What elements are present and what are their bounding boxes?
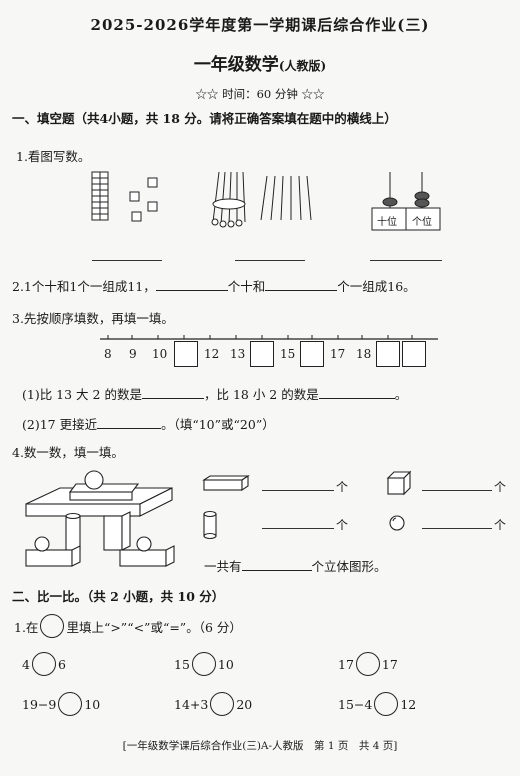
comparison-3-right: 17 (381, 656, 398, 672)
sphere-icon (389, 515, 405, 531)
q3-sub1: (1)比 13 大 2 的数是 ，比 18 小 2 的数是 。 (22, 384, 407, 403)
q2-text-c: 个一组成16。 (337, 279, 416, 294)
nl-number-18: 18 (356, 347, 372, 361)
q1-label: 1.看图写数。 (16, 149, 91, 164)
nl-number-17: 17 (330, 347, 346, 361)
q2-text: 2.1个十和1个一组成11， 个十和 个一组成16。 (12, 276, 416, 295)
answer-line-sticks[interactable] (235, 260, 305, 261)
q3-sub2-b: 。（填“10”或“20”） (161, 417, 275, 432)
time-info: ☆☆ 时间：60 分钟 ☆☆ (195, 87, 325, 101)
exam-title: 2025-2026学年度第一学期课后综合作业(三) (90, 16, 430, 34)
q3-sub1-c: 。 (394, 387, 408, 402)
nl-box-11[interactable] (174, 341, 198, 367)
s2-q1-instruction: 1.在 里填上“>”“<”或“=”。（6 分） (14, 614, 242, 638)
q3-sub1-b: ，比 18 小 2 的数是 (203, 387, 319, 402)
nl-box-20[interactable] (402, 341, 426, 367)
cube-icon (386, 470, 412, 496)
q4-total: 一共有 个立体图形。 (204, 556, 387, 575)
comparison-2-circle[interactable] (191, 652, 216, 676)
q4-total-blank[interactable] (241, 558, 312, 571)
nl-number-15: 15 (280, 347, 296, 361)
cuboid-answer-line[interactable] (262, 490, 334, 491)
q3-label: 3.先按顺序填数，再填一填。 (12, 311, 174, 326)
q4-label: 4.数一数，填一填。 (12, 445, 124, 460)
page-footer: [一年级数学课后综合作业(三)A-人教版 第 1 页 共 4 页] (122, 740, 398, 752)
number-line (100, 335, 438, 340)
q3-sub1-blank1[interactable] (141, 386, 204, 399)
nl-number-9: 9 (129, 347, 137, 361)
edition-label: (人教版) (278, 59, 327, 73)
answer-line-blocks[interactable] (92, 260, 162, 261)
subject-title: 一年级数学(人教版) (0, 50, 520, 75)
cube-unit: 个 (494, 480, 507, 494)
comparison-5-left: 14+3 (174, 696, 209, 712)
q3-sub2-blank[interactable] (97, 416, 162, 429)
tens-place-label: 十位 (377, 217, 397, 228)
q3-sub2-a: (2)17 更接近 (22, 417, 98, 432)
q3-sub2: (2)17 更接近 。（填“10”或“20”） (22, 414, 275, 433)
nl-box-16[interactable] (300, 341, 324, 367)
comparison-4-circle[interactable] (58, 692, 83, 716)
comparison-6-left: 15−4 (338, 696, 373, 712)
q2-blank-ones[interactable] (265, 278, 338, 291)
comparison-1-left: 4 (22, 656, 30, 672)
cuboid-unit: 个 (336, 480, 349, 494)
q3-sub1-a: (1)比 13 大 2 的数是 (22, 387, 142, 402)
q2-text-b: 个十和 (227, 279, 266, 294)
q2-text-a: 2.1个十和1个一组成11， (12, 279, 156, 294)
example-circle (40, 614, 65, 638)
nl-box-19[interactable] (376, 341, 400, 367)
cube-answer-line[interactable] (422, 490, 492, 491)
q4-total-b: 个立体图形。 (311, 559, 387, 574)
block-structure-figure (25, 470, 175, 567)
s2-q1-b: 里填上“>”“<”或“=”。（6 分） (66, 619, 242, 635)
q2-blank-tens[interactable] (155, 278, 228, 291)
comparison-4: 19−9 10 (22, 692, 100, 716)
comparison-5: 14+3 20 (174, 692, 252, 716)
comparison-5-right: 20 (236, 696, 253, 712)
comparison-6-circle[interactable] (374, 692, 399, 716)
comparison-5-circle[interactable] (210, 692, 235, 716)
sphere-unit: 个 (494, 518, 507, 532)
comparison-3-left: 17 (338, 656, 354, 672)
cylinder-unit: 个 (336, 518, 349, 532)
nl-number-8: 8 (104, 347, 112, 361)
cylinder-answer-line[interactable] (262, 528, 334, 529)
nl-number-12: 12 (204, 347, 220, 361)
sticks-bundle-figure (211, 171, 312, 228)
section2-heading: 二、比一比。（共 2 小题，共 10 分） (12, 589, 225, 604)
section1-heading: 一、填空题（共4小题，共 18 分。请将正确答案填在题中的横线上） (12, 111, 397, 126)
comparison-4-left: 19−9 (22, 696, 57, 712)
nl-number-10: 10 (152, 347, 168, 361)
ones-place-label: 个位 (412, 217, 432, 228)
comparison-3-circle[interactable] (355, 652, 380, 676)
comparison-4-right: 10 (84, 696, 101, 712)
cylinder-icon (203, 510, 217, 540)
comparison-2-left: 15 (174, 656, 190, 672)
comparison-6: 15−4 12 (338, 692, 416, 716)
comparison-1-right: 6 (57, 656, 66, 672)
s2-q1-a: 1.在 (14, 619, 39, 635)
q4-total-a: 一共有 (204, 559, 242, 574)
q3-sub1-blank2[interactable] (318, 386, 395, 399)
base-ten-blocks-figure (91, 171, 158, 222)
nl-number-13: 13 (230, 347, 246, 361)
sphere-answer-line[interactable] (422, 528, 492, 529)
comparison-1-circle[interactable] (31, 652, 56, 676)
cuboid-icon (202, 474, 250, 492)
comparison-2-right: 10 (217, 656, 234, 672)
comparison-6-right: 12 (400, 696, 417, 712)
answer-line-abacus[interactable] (370, 260, 442, 261)
nl-box-14[interactable] (250, 341, 274, 367)
abacus-figure (371, 172, 441, 231)
subject-name: 一年级数学 (193, 55, 279, 75)
